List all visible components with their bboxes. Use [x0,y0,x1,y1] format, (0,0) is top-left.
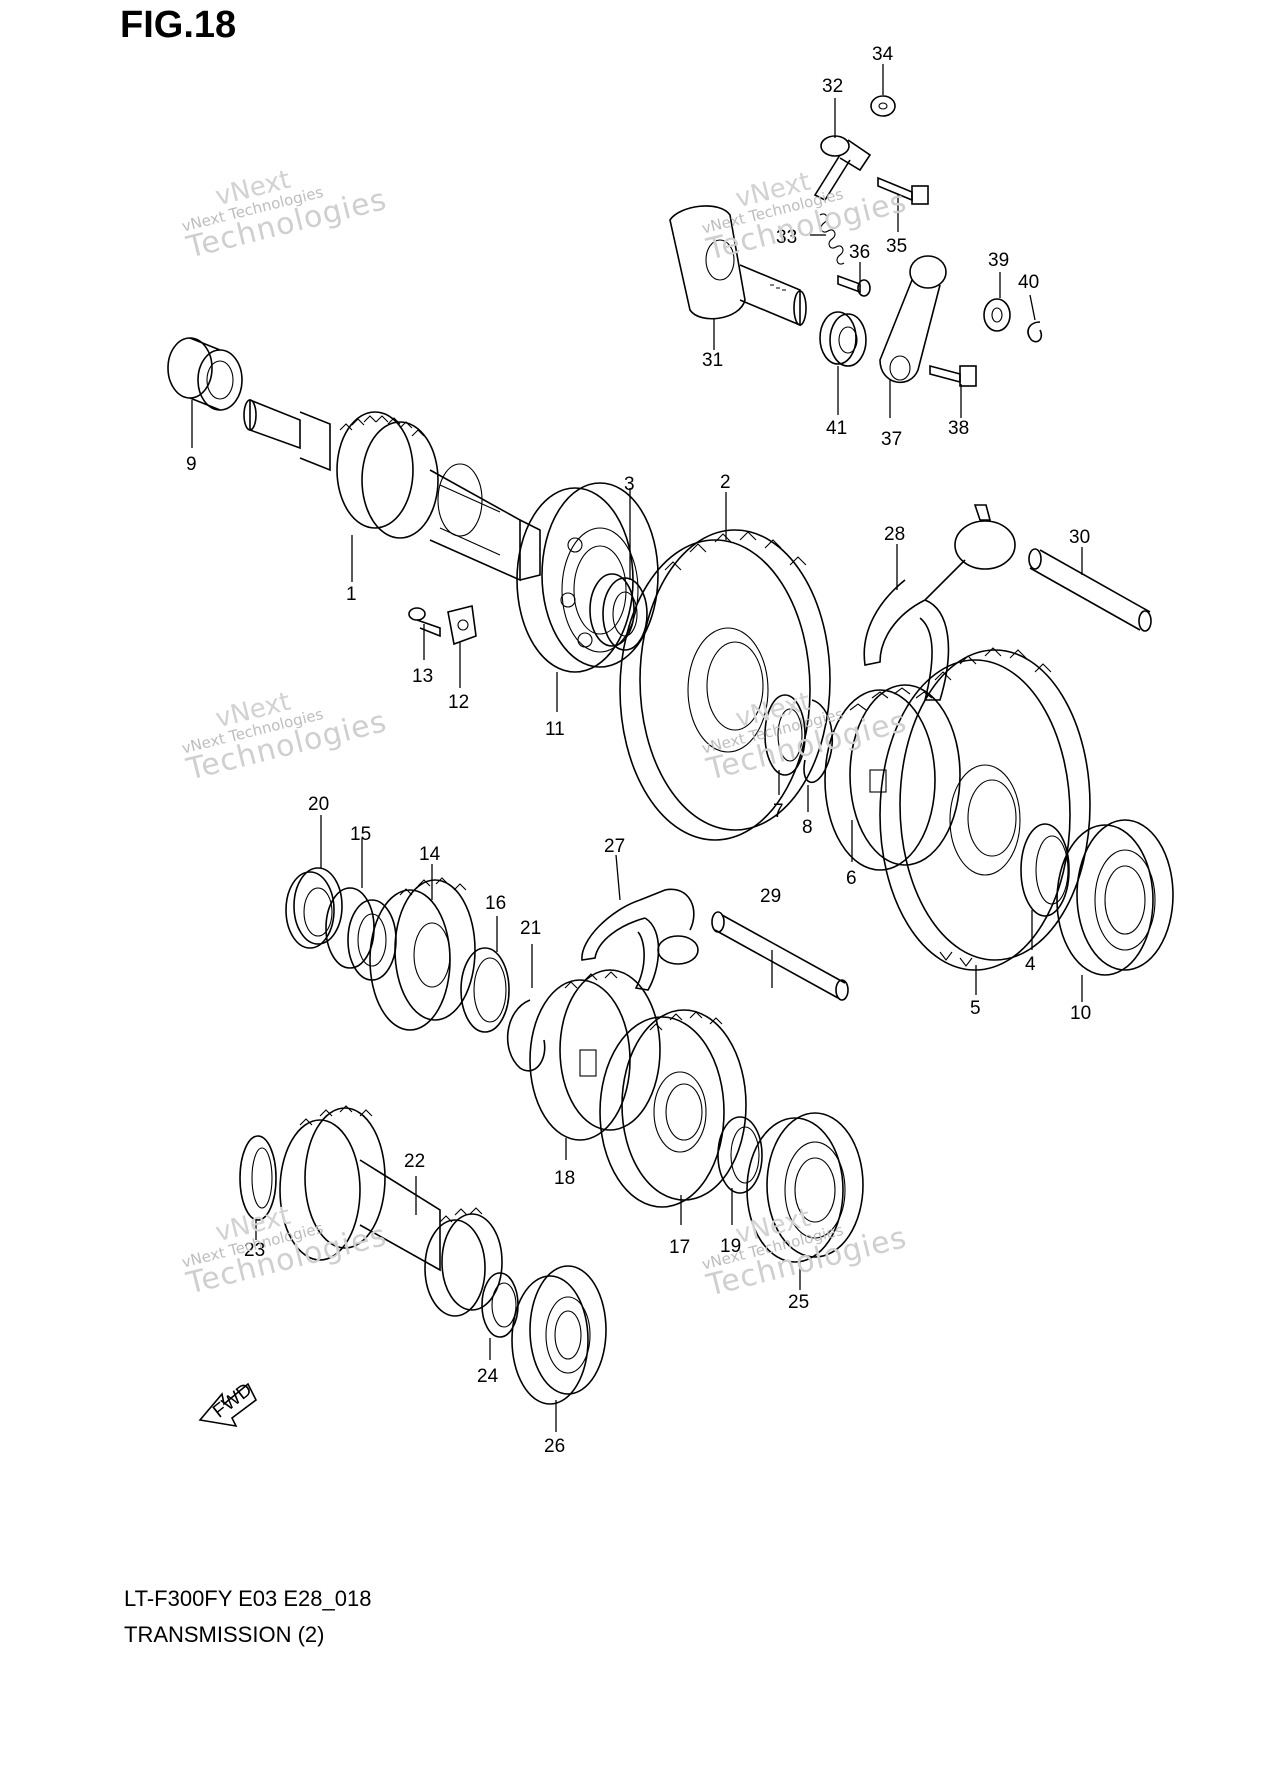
leader-lines [191,64,1083,1432]
part-15-bushing [325,887,397,981]
callout-41: 41 [826,418,847,439]
callout-12: 12 [448,692,469,713]
callout-31: 31 [702,350,723,371]
part-4-washer [1020,823,1070,917]
part-27-shift-fork [581,888,699,991]
part-14-gear [369,877,476,1031]
callout-27: 27 [604,836,625,857]
part-35-bolt [877,176,929,205]
callout-18: 18 [554,1168,575,1189]
part-5-gear [879,647,1091,971]
section-title: TRANSMISSION (2) [124,1622,325,1647]
callout-32: 32 [822,76,843,97]
callout-24: 24 [477,1366,499,1387]
callout-3: 3 [624,474,635,495]
part-18-gear [529,969,661,1141]
part-22-driveshaft [279,1105,503,1317]
part-13-bolt [408,607,441,638]
callout-10: 10 [1070,1003,1091,1024]
callout-5: 5 [970,998,981,1019]
callout-26: 26 [544,1436,565,1457]
callout-17: 17 [669,1237,690,1258]
callout-15: 15 [350,824,371,845]
callout-25: 25 [788,1292,809,1313]
part-16-washer [460,947,510,1033]
callout-34: 34 [872,44,894,65]
part-9-needle-bearing [167,337,243,411]
callout-40: 40 [1018,272,1039,293]
callout-33: 33 [776,227,797,248]
callout-1: 1 [346,584,357,605]
callout-38: 38 [948,418,969,439]
part-26-bearing [511,1265,607,1405]
callout-36: 36 [849,242,870,263]
callout-35: 35 [886,236,907,257]
callout-11: 11 [545,719,565,740]
callout-29: 29 [760,886,781,907]
part-40-clip [1027,321,1043,343]
part-38-bolt [929,364,977,387]
part-19-washer [717,1116,763,1194]
model-code: LT-F300FY E03 E28_018 [124,1586,372,1611]
part-28-shift-fork [863,504,1016,701]
part-41-bearing [819,311,867,367]
part-33-spring [819,213,845,265]
callout-9: 9 [186,454,197,475]
part-17-gear [599,1009,747,1208]
part-21-circlip [506,999,546,1072]
part-1-countershaft [243,398,541,582]
callout-28: 28 [884,524,905,545]
callout-22: 22 [404,1151,425,1172]
part-23-washer [239,1135,277,1221]
callout-21: 21 [520,918,541,939]
part-3-bushing [589,573,648,651]
part-10-bearing [1056,819,1174,976]
part-37-shift-cam-arm [879,255,947,384]
callout-14: 14 [419,844,441,865]
callout-4: 4 [1025,954,1036,975]
part-39-washer [983,298,1011,332]
callout-19: 19 [720,1236,741,1257]
part-7-washer [764,694,806,776]
callout-7: 7 [773,801,784,822]
part-25-bearing [746,1112,864,1263]
callout-20: 20 [308,794,329,815]
callout-37: 37 [881,429,902,450]
callout-16: 16 [485,893,506,914]
callout-39: 39 [988,250,1009,271]
part-29-fork-shaft [711,911,849,1001]
part-36-pin [837,274,871,297]
callout-2: 2 [720,472,731,493]
part-20-washer [285,867,343,949]
callout-8: 8 [802,817,813,838]
callout-30: 30 [1069,527,1090,548]
part-11-bearing [516,482,659,673]
part-2-gear [619,529,831,841]
part-12-washer-plate [447,605,477,646]
callout-6: 6 [846,868,857,889]
callout-23: 23 [244,1240,265,1261]
fwd-arrow-icon: FWD [198,1379,258,1428]
part-31-gearshift-shaft [669,205,807,327]
figure-title: FIG.18 [120,4,237,46]
part-34-washer [870,95,896,117]
part-6-gear [824,684,961,871]
callout-numbers: 1 2 3 4 5 6 7 8 9 10 11 12 13 14 15 16 1… [186,44,1091,1457]
part-30-fork-shaft [1028,548,1152,632]
callout-13: 13 [412,666,433,687]
